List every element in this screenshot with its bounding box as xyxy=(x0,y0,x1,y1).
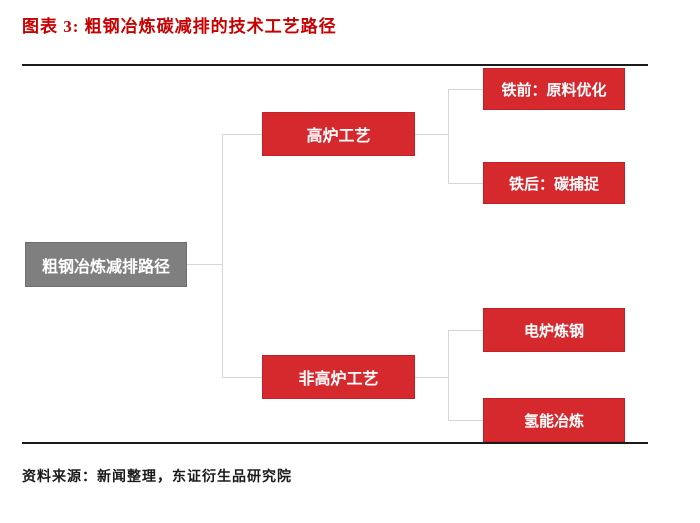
bottom-rule xyxy=(22,442,648,444)
branch-node-non-blast-furnace: 非高炉工艺 xyxy=(262,355,415,399)
connector-branch1-to-leaf2 xyxy=(448,183,483,184)
connector-trunk-vertical xyxy=(222,134,223,377)
connector-branch2-to-leaf3 xyxy=(448,330,483,331)
connector-branch2-vertical xyxy=(448,330,449,420)
connector-trunk-to-branch1 xyxy=(222,134,262,135)
leaf-node-pre-iron-raw-material: 铁前：原料优化 xyxy=(483,68,625,110)
connector-branch1-to-leaf1 xyxy=(448,89,483,90)
leaf-node-electric-furnace-steelmaking: 电炉炼钢 xyxy=(483,308,625,352)
root-node-crude-steel-path: 粗钢冶炼减排路径 xyxy=(25,242,187,287)
connector-branch2-to-leaf4 xyxy=(448,420,483,421)
connector-branch1-vertical xyxy=(448,89,449,183)
connector-root-to-trunk xyxy=(187,264,222,265)
source-note: 资料来源：新闻整理，东证衍生品研究院 xyxy=(22,470,292,485)
connector-branch1-out xyxy=(415,134,448,135)
branch-node-blast-furnace: 高炉工艺 xyxy=(262,112,415,156)
leaf-node-post-iron-carbon-capture: 铁后：碳捕捉 xyxy=(483,162,625,204)
top-rule xyxy=(22,64,648,66)
connector-branch2-out xyxy=(415,377,448,378)
connector-trunk-to-branch2 xyxy=(222,377,262,378)
leaf-node-hydrogen-smelting: 氢能冶炼 xyxy=(483,398,625,442)
figure-title: 图表 3: 粗钢冶炼碳减排的技术工艺路径 xyxy=(22,17,337,36)
